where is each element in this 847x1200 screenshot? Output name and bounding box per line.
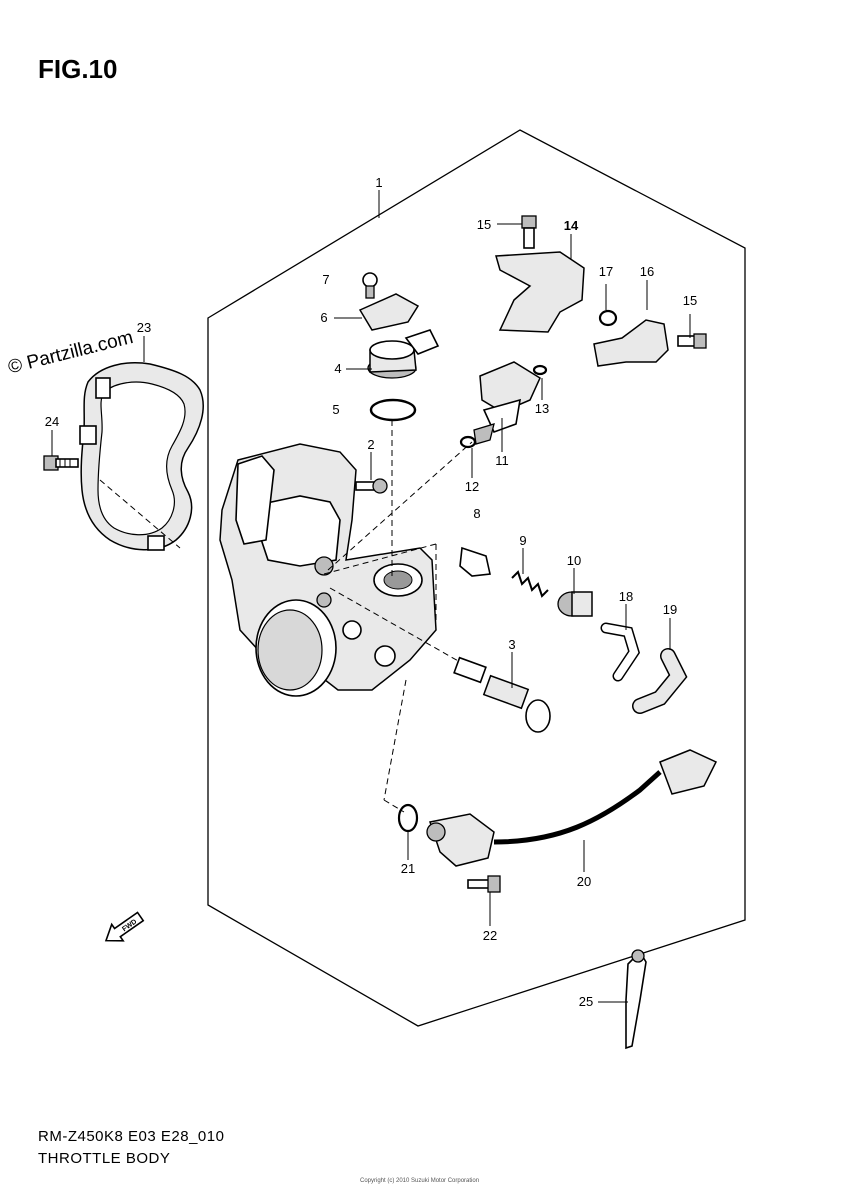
o-ring-part-13[interactable] xyxy=(532,364,548,376)
sensor-part-4[interactable] xyxy=(367,329,440,379)
bolt-part-24[interactable] xyxy=(43,455,79,471)
callout-19: 19 xyxy=(663,602,677,617)
callout-14: 14 xyxy=(564,218,579,233)
callout-leaders xyxy=(51,190,691,1003)
callout-13: 13 xyxy=(535,401,549,416)
footer-section-title: THROTTLE BODY xyxy=(38,1150,171,1167)
assembly-outline xyxy=(207,129,746,1027)
plug-part-3[interactable] xyxy=(453,656,551,733)
callout-22: 22 xyxy=(483,928,497,943)
callout-15-right: 15 xyxy=(683,293,697,308)
forward-arrow-icon: FWD xyxy=(104,911,145,942)
callout-2: 2 xyxy=(367,437,374,452)
callout-11: 11 xyxy=(495,453,509,468)
clamp-part-25[interactable] xyxy=(625,949,647,1050)
callout-4: 4 xyxy=(334,361,341,376)
o-ring-part-21[interactable] xyxy=(397,803,419,833)
bracket-part-6[interactable] xyxy=(358,293,420,331)
callout-16: 16 xyxy=(640,264,654,279)
holder-part-14[interactable] xyxy=(495,251,585,333)
sensor-part-20[interactable] xyxy=(426,749,718,867)
callout-9: 9 xyxy=(519,533,526,548)
injector-part-11[interactable] xyxy=(473,361,541,445)
callout-5: 5 xyxy=(332,402,339,417)
callout-23: 23 xyxy=(137,320,151,335)
o-ring-part-12[interactable] xyxy=(459,435,477,449)
callout-6: 6 xyxy=(320,310,327,325)
callout-3: 3 xyxy=(508,637,515,652)
throttle-body-main[interactable] xyxy=(219,443,437,697)
callout-7: 7 xyxy=(322,272,329,287)
screw-part-2[interactable] xyxy=(355,478,388,494)
callout-24: 24 xyxy=(45,414,59,429)
figure-title: FIG.10 xyxy=(38,54,118,84)
bolt-part-15b[interactable] xyxy=(677,333,707,349)
nut-part-10[interactable] xyxy=(557,591,593,617)
bolt-part-15a[interactable] xyxy=(521,215,537,249)
callout-1: 1 xyxy=(375,175,382,190)
o-ring-part-5[interactable] xyxy=(369,398,417,422)
spring-part-9[interactable] xyxy=(511,570,549,598)
copyright-notice: Copyright (c) 2010 Suzuki Motor Corporat… xyxy=(360,1178,480,1184)
callout-15-top: 15 xyxy=(477,217,491,232)
callout-10: 10 xyxy=(567,553,581,568)
gasket-part-23[interactable] xyxy=(79,362,204,551)
pipe-part-16[interactable] xyxy=(593,319,669,367)
callout-25: 25 xyxy=(579,994,593,1009)
o-ring-part-17[interactable] xyxy=(598,309,618,327)
assembly-dashed-lines xyxy=(99,420,473,813)
callout-8: 8 xyxy=(473,506,480,521)
screw-part-7[interactable] xyxy=(362,272,378,299)
callout-18: 18 xyxy=(619,589,633,604)
screw-part-22[interactable] xyxy=(467,875,501,893)
footer-model-code: RM-Z450K8 E03 E28_010 xyxy=(38,1128,225,1145)
callout-20: 20 xyxy=(577,874,591,889)
callout-21: 21 xyxy=(401,861,415,876)
callout-12: 12 xyxy=(465,479,479,494)
callout-17: 17 xyxy=(599,264,613,279)
cap-part-8[interactable] xyxy=(459,546,491,577)
